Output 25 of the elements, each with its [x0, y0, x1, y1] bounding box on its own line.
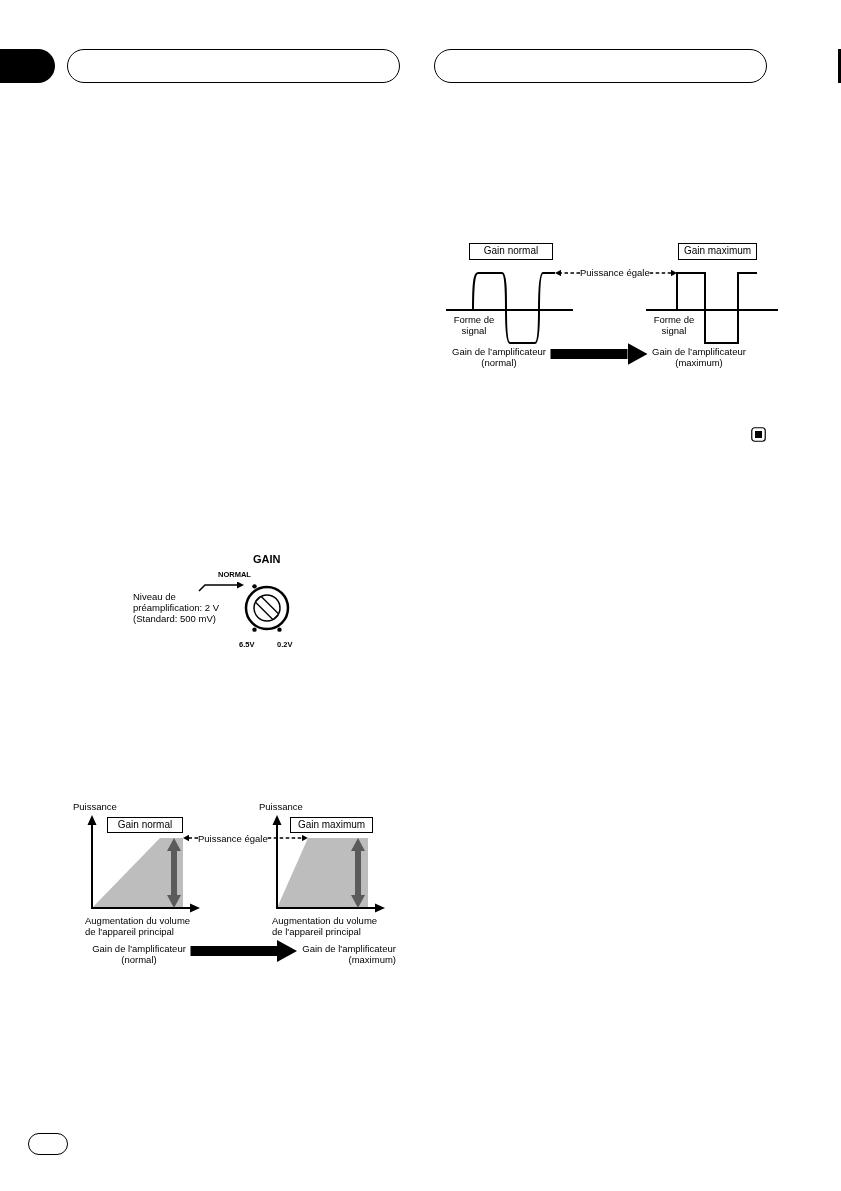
callout-text: Niveau de préamplification: 2 V (Standard: 500 mV): [133, 591, 221, 624]
mode-label-box: Gain maximum: [290, 817, 373, 833]
callout-text: Puissance égale: [580, 267, 650, 278]
axis-label: Puissance: [259, 801, 303, 812]
block-arrow: [550, 343, 648, 365]
caption-text: Gain de l'amplificateur (maximum): [297, 943, 400, 965]
waveform-label: Forme de signal: [453, 314, 495, 336]
mode-label-box: Gain normal: [469, 243, 553, 260]
callout-text: Puissance égale: [198, 833, 268, 844]
dial-title: GAIN: [253, 553, 281, 566]
axis-label: Puissance: [73, 801, 117, 812]
caption-text: Gain de l’amplificateur (normal): [447, 346, 551, 368]
dashed-arrow: [649, 269, 677, 277]
mode-label-box: Gain maximum: [678, 243, 757, 260]
dashed-arrow: [555, 269, 581, 277]
leader-arrow: [198, 581, 244, 592]
block-arrow: [190, 940, 297, 962]
caption-text: Gain de l'amplificateur (normal): [87, 943, 191, 965]
dashed-arrow: [267, 834, 308, 842]
mode-label-box: Gain normal: [107, 817, 183, 833]
power-curve-area: [277, 838, 368, 908]
caption-text: Gain de l’amplificateur (maximum): [647, 346, 751, 368]
gain-knob: [244, 584, 290, 632]
waveform-label: Forme de signal: [653, 314, 695, 336]
dashed-arrow: [183, 834, 199, 842]
